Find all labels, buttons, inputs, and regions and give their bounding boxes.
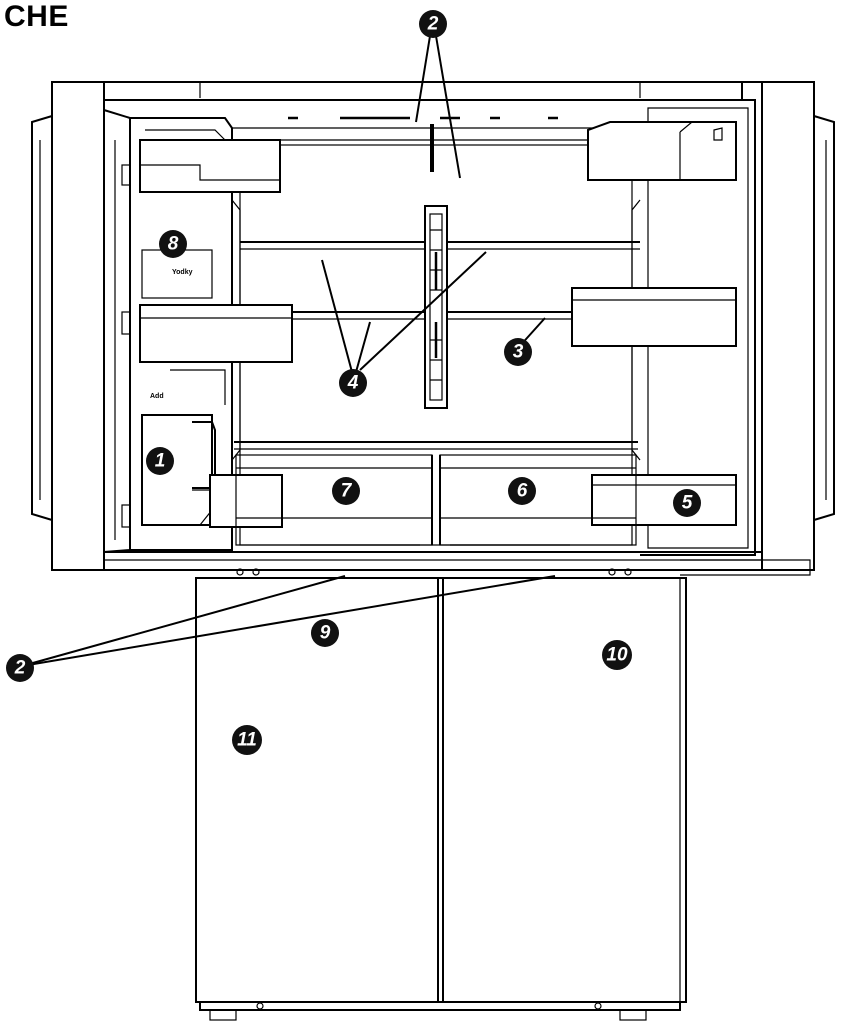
callout-4: 4 (339, 369, 367, 397)
callout-10: 10 (602, 640, 632, 670)
svg-text:9: 9 (320, 623, 331, 644)
svg-text:3: 3 (513, 342, 524, 363)
svg-text:11: 11 (237, 730, 257, 751)
callout-8: 8 (159, 230, 187, 258)
callout-2-bottom: 2 (6, 654, 34, 682)
crisper-drawers (234, 441, 638, 546)
svg-text:8: 8 (168, 234, 179, 255)
callout-11: 11 (232, 725, 262, 755)
right-door-liner (640, 99, 756, 556)
callout-1: 1 (146, 447, 174, 475)
svg-text:2: 2 (427, 14, 439, 35)
svg-text:6: 6 (517, 481, 528, 502)
right-door-bins (571, 121, 737, 526)
callout-3: 3 (504, 338, 532, 366)
left-door-bins: Yodky Add (139, 129, 293, 528)
filter-label: Yodky (172, 269, 193, 276)
svg-text:2: 2 (14, 658, 26, 679)
dispenser-label: Add (150, 393, 164, 400)
svg-text:5: 5 (682, 493, 693, 514)
svg-text:7: 7 (341, 481, 353, 502)
callout-6: 6 (508, 477, 536, 505)
svg-text:10: 10 (606, 645, 628, 666)
freezer-drawer (195, 568, 687, 1021)
center-duct (424, 205, 448, 409)
callout-7: 7 (332, 477, 360, 505)
fridge-cabinet (31, 81, 835, 576)
callout-9: 9 (311, 619, 339, 647)
callout-5: 5 (673, 489, 701, 517)
callout-2-top: 2 (419, 10, 447, 38)
svg-text:4: 4 (347, 373, 359, 394)
svg-text:1: 1 (155, 451, 166, 472)
page-title: CHE (4, 0, 69, 33)
